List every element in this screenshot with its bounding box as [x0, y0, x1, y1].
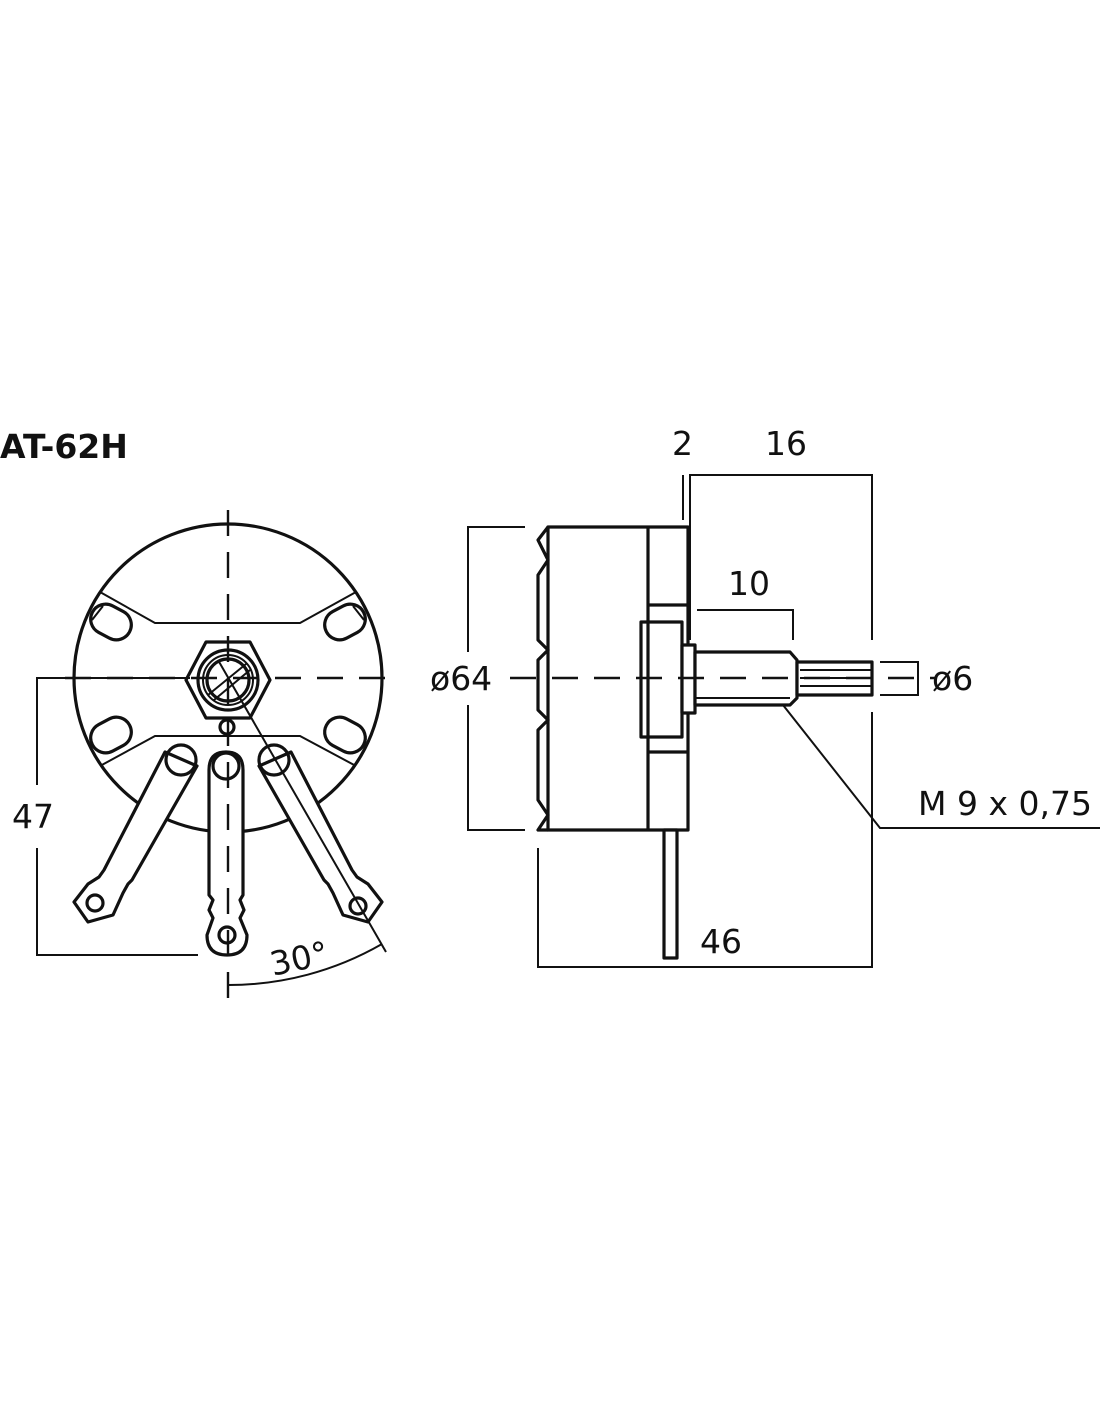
thread-leader-line [782, 704, 1100, 829]
dimension-2-label: 2 [672, 424, 693, 463]
dimension-10-label: 10 [728, 564, 770, 603]
dimension-47-lines [36, 677, 198, 956]
dimension-64-label: ø64 [430, 659, 492, 698]
mounting-slot [323, 602, 367, 642]
mounting-slot [323, 715, 367, 755]
thread-spec-label: M 9 x 0,75 [918, 784, 1092, 823]
dimension-10-lines [697, 609, 794, 640]
angle-label: 30° [266, 933, 331, 983]
dimension-6-lines [880, 661, 919, 696]
plate-upper-edge [99, 591, 357, 624]
dimension-2-16-lines [682, 474, 873, 640]
terminal-pin [662, 828, 679, 960]
model-title: AT-62H [0, 427, 128, 466]
side-view: ø64 ø6 2 16 10 M 9 x 0,75 46 [430, 424, 1100, 968]
dimension-16-label: 16 [765, 424, 807, 463]
dimension-46-label: 46 [700, 922, 742, 961]
front-view: 47 30° [12, 510, 400, 1000]
angle-arc [227, 943, 383, 987]
body-rear-edge [536, 526, 550, 832]
terminal-right [257, 743, 384, 924]
dimension-46-lines [537, 712, 873, 968]
mounting-slot [89, 602, 133, 642]
dimension-64-lines [467, 526, 525, 831]
angle-reference-line [217, 659, 387, 953]
dimension-6-label: ø6 [932, 659, 973, 698]
mounting-slot [89, 715, 133, 755]
body-blocks [639, 603, 688, 754]
dimension-47-label: 47 [12, 797, 54, 836]
terminal-left [72, 743, 199, 924]
